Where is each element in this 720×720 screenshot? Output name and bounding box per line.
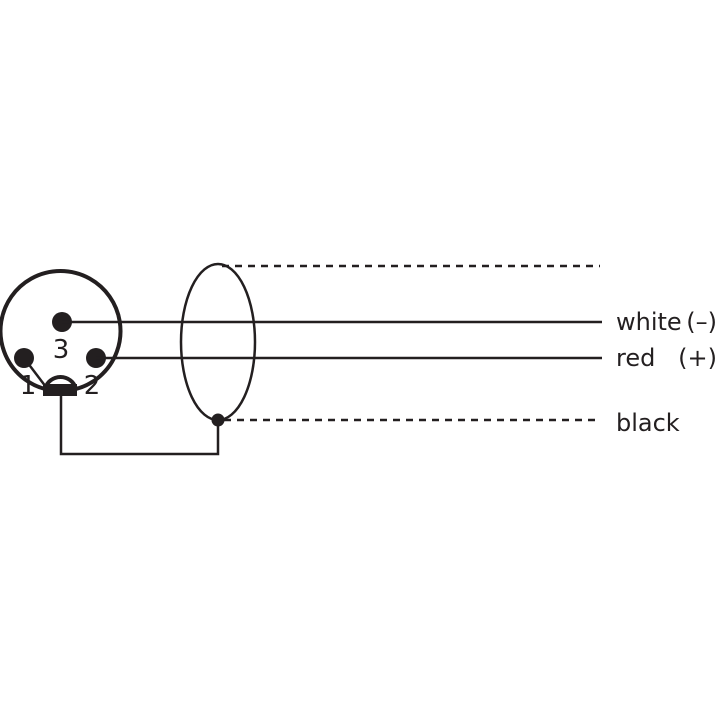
cable-shield bbox=[179, 262, 257, 422]
pin-1-label: 1 bbox=[20, 371, 37, 401]
red-wire-polarity: (+) bbox=[678, 344, 717, 372]
pin-3-label: 3 bbox=[53, 335, 70, 365]
pin-2-label: 2 bbox=[84, 371, 101, 401]
ground-wire bbox=[59, 396, 220, 456]
red-wire-label: red bbox=[616, 344, 655, 372]
shield-junction-dot bbox=[211, 413, 225, 427]
ground-tab bbox=[43, 384, 77, 396]
black-wire-label: black bbox=[616, 409, 680, 437]
connector-body bbox=[0, 269, 123, 392]
white-wire-label: white bbox=[616, 308, 682, 336]
pin-1-ground-link bbox=[23, 357, 47, 388]
white-wire-polarity: (–) bbox=[686, 308, 717, 336]
